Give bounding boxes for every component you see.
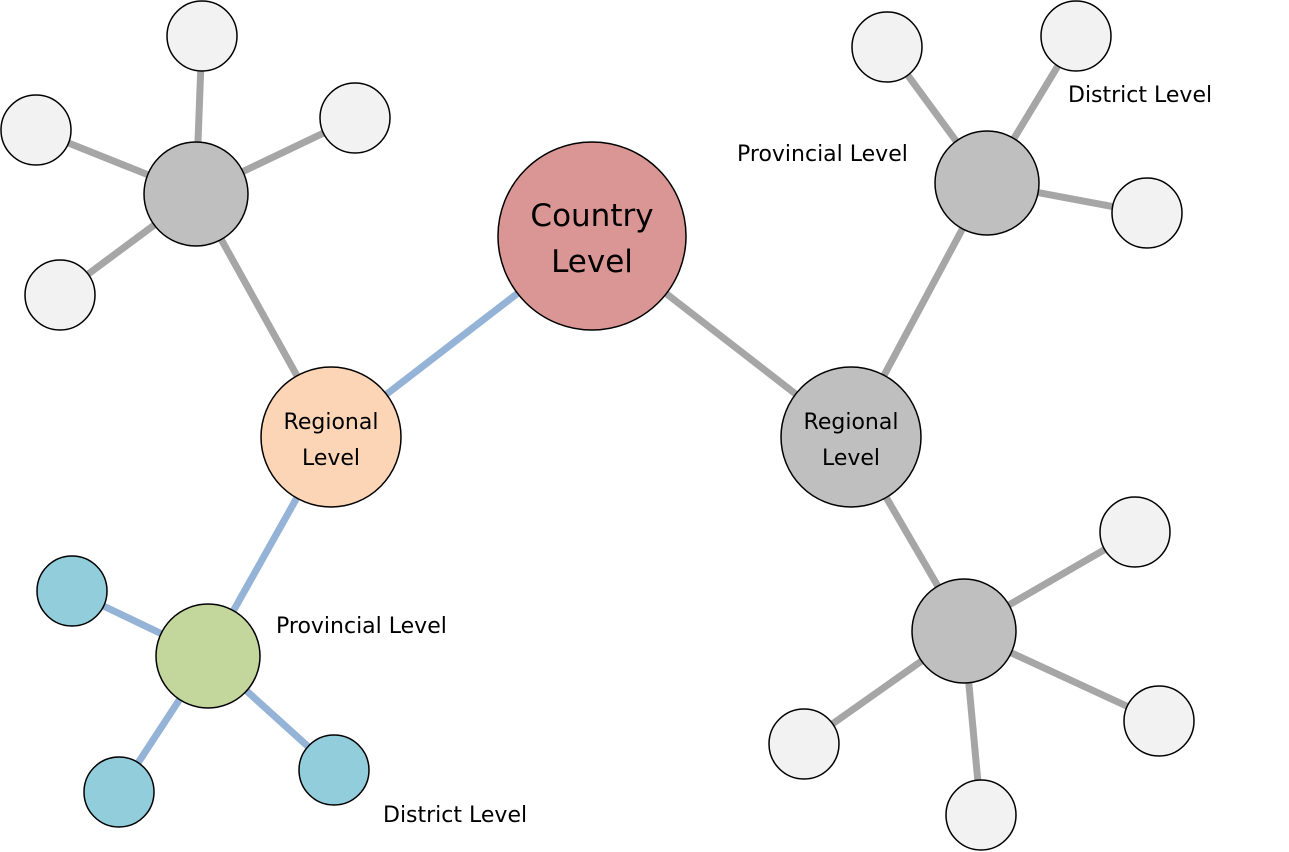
district-node-br-3 [945, 779, 1017, 851]
annotations: Provincial Level District Level Provinci… [276, 83, 1212, 828]
regional-right-label-line1: Regional [804, 410, 899, 435]
regional-right-label-line2: Level [822, 446, 880, 471]
provincial-node-top-right [934, 130, 1040, 236]
district-level-annotation-left: District Level [383, 803, 527, 828]
nodes [0, 0, 1195, 851]
regional-level-node-right [780, 366, 922, 508]
node-labels: Country Level Regional Level Regional Le… [284, 198, 899, 471]
country-label-line1: Country [530, 198, 653, 234]
district-node-bl-1 [36, 555, 108, 627]
district-node-tr-3 [1111, 177, 1183, 249]
provincial-node-bottom-left [155, 603, 261, 709]
district-node-tl-3 [319, 82, 391, 154]
district-node-tl-2 [0, 94, 72, 166]
district-node-bl-3 [298, 734, 370, 806]
provincial-node-bottom-right [911, 578, 1017, 684]
country-label-line2: Level [551, 244, 633, 280]
regional-left-label-line2: Level [302, 446, 360, 471]
district-level-annotation-right: District Level [1068, 83, 1212, 108]
country-level-node [497, 141, 687, 331]
provincial-node-top-left [143, 141, 249, 247]
regional-left-label-line1: Regional [284, 410, 379, 435]
district-node-bl-2 [83, 756, 155, 828]
district-node-br-2 [768, 708, 840, 780]
district-node-br-4 [1123, 685, 1195, 757]
district-node-tr-1 [851, 11, 923, 83]
regional-level-node-left [260, 366, 402, 508]
district-node-br-1 [1099, 496, 1171, 568]
district-node-tl-1 [166, 0, 238, 72]
district-node-tr-2 [1040, 0, 1112, 72]
district-node-tl-4 [24, 259, 96, 331]
provincial-level-annotation-left: Provincial Level [276, 614, 447, 639]
provincial-level-annotation-right: Provincial Level [737, 142, 908, 167]
